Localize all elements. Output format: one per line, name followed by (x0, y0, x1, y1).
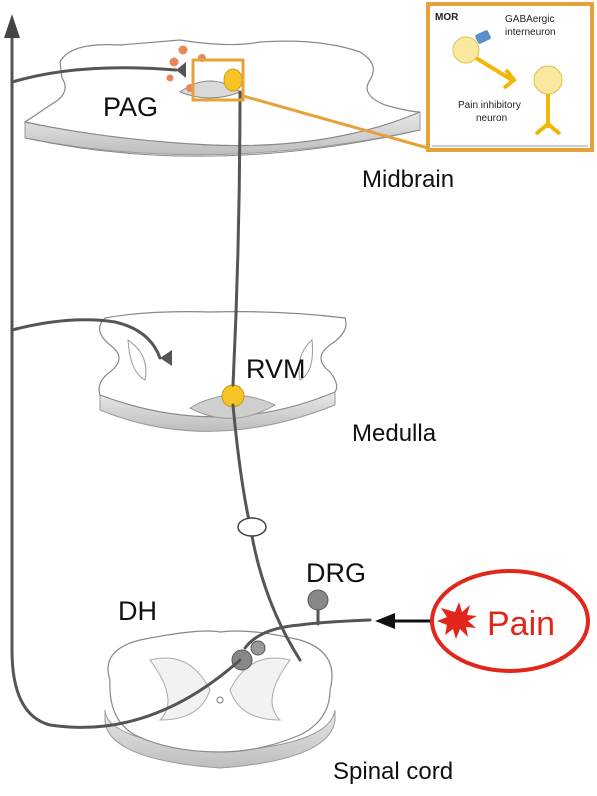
pain-arrowhead (375, 613, 395, 629)
zoom-box-small (191, 58, 245, 102)
mor-label: MOR (435, 12, 459, 23)
midbrain-slab-bottom (24, 129, 421, 157)
pain-ellipse (430, 569, 590, 673)
pag-neuron-dot (169, 57, 179, 67)
spinal-cord-label: Spinal cord (333, 758, 454, 785)
pag-yellow-neuron (223, 68, 243, 92)
rvm-label: RVM (246, 354, 306, 384)
drg-ganglion (307, 589, 329, 611)
mor-receptor-icon (475, 30, 491, 44)
gray-matter-right (229, 657, 291, 721)
ascending-pathway (10, 26, 242, 729)
medulla-terminal-icon (160, 350, 172, 366)
spinal-cord-section (104, 630, 336, 769)
pain-inhibitory-terminal (534, 121, 562, 136)
midbrain-section (23, 39, 421, 157)
spinal-slab-top (107, 630, 333, 753)
pain-inh-label-line2: neuron (476, 112, 508, 124)
pathways (4, 14, 372, 729)
zoom-connector (191, 58, 429, 150)
gaba-terminal (502, 68, 517, 90)
medulla-slab-top (98, 311, 347, 418)
gaba-label-line2: interneuron (505, 26, 556, 38)
drg-afferent-pathway (243, 618, 372, 650)
pain-inhibitory-label: Pain inhibitory neuron (458, 100, 521, 125)
pain-indicator (430, 569, 590, 673)
medulla-inner-right (298, 338, 313, 381)
gaba-interneuron-label: GABAergic interneuron (505, 14, 556, 39)
pag-rvm-pathway (231, 90, 242, 387)
medulla-label: Medulla (352, 420, 437, 447)
zoom-line (242, 94, 429, 150)
medulla-input-pathway (10, 318, 162, 360)
gaba-interneuron-soma (452, 36, 480, 64)
medulla-inner-left (127, 339, 147, 381)
pain-label: Pain (487, 605, 556, 643)
ascending-arrowhead (4, 14, 20, 38)
pag-neuron-dot (178, 45, 188, 55)
central-canal (216, 696, 224, 704)
fiber-ring (237, 517, 267, 537)
inset-panel (426, 2, 594, 152)
pain-inh-label-line1: Pain inhibitory (458, 100, 521, 111)
dh-neuron (231, 649, 253, 671)
pag-terminal-icon (176, 62, 186, 78)
gaba-label-line1: GABAergic (505, 14, 555, 25)
dh-label: DH (118, 596, 157, 626)
drg-label: DRG (306, 558, 366, 588)
dh-neuron-small (250, 640, 266, 656)
pain-inhibitory-soma (533, 65, 563, 95)
gaba-axon (474, 56, 514, 82)
gray-matter-left (149, 657, 211, 721)
pag-neuron-dot (166, 74, 174, 82)
pag-input-pathway (10, 66, 178, 84)
midbrain-label: Midbrain (362, 166, 455, 193)
pain-burst-icon (437, 602, 477, 639)
pag-label: PAG (103, 92, 159, 122)
